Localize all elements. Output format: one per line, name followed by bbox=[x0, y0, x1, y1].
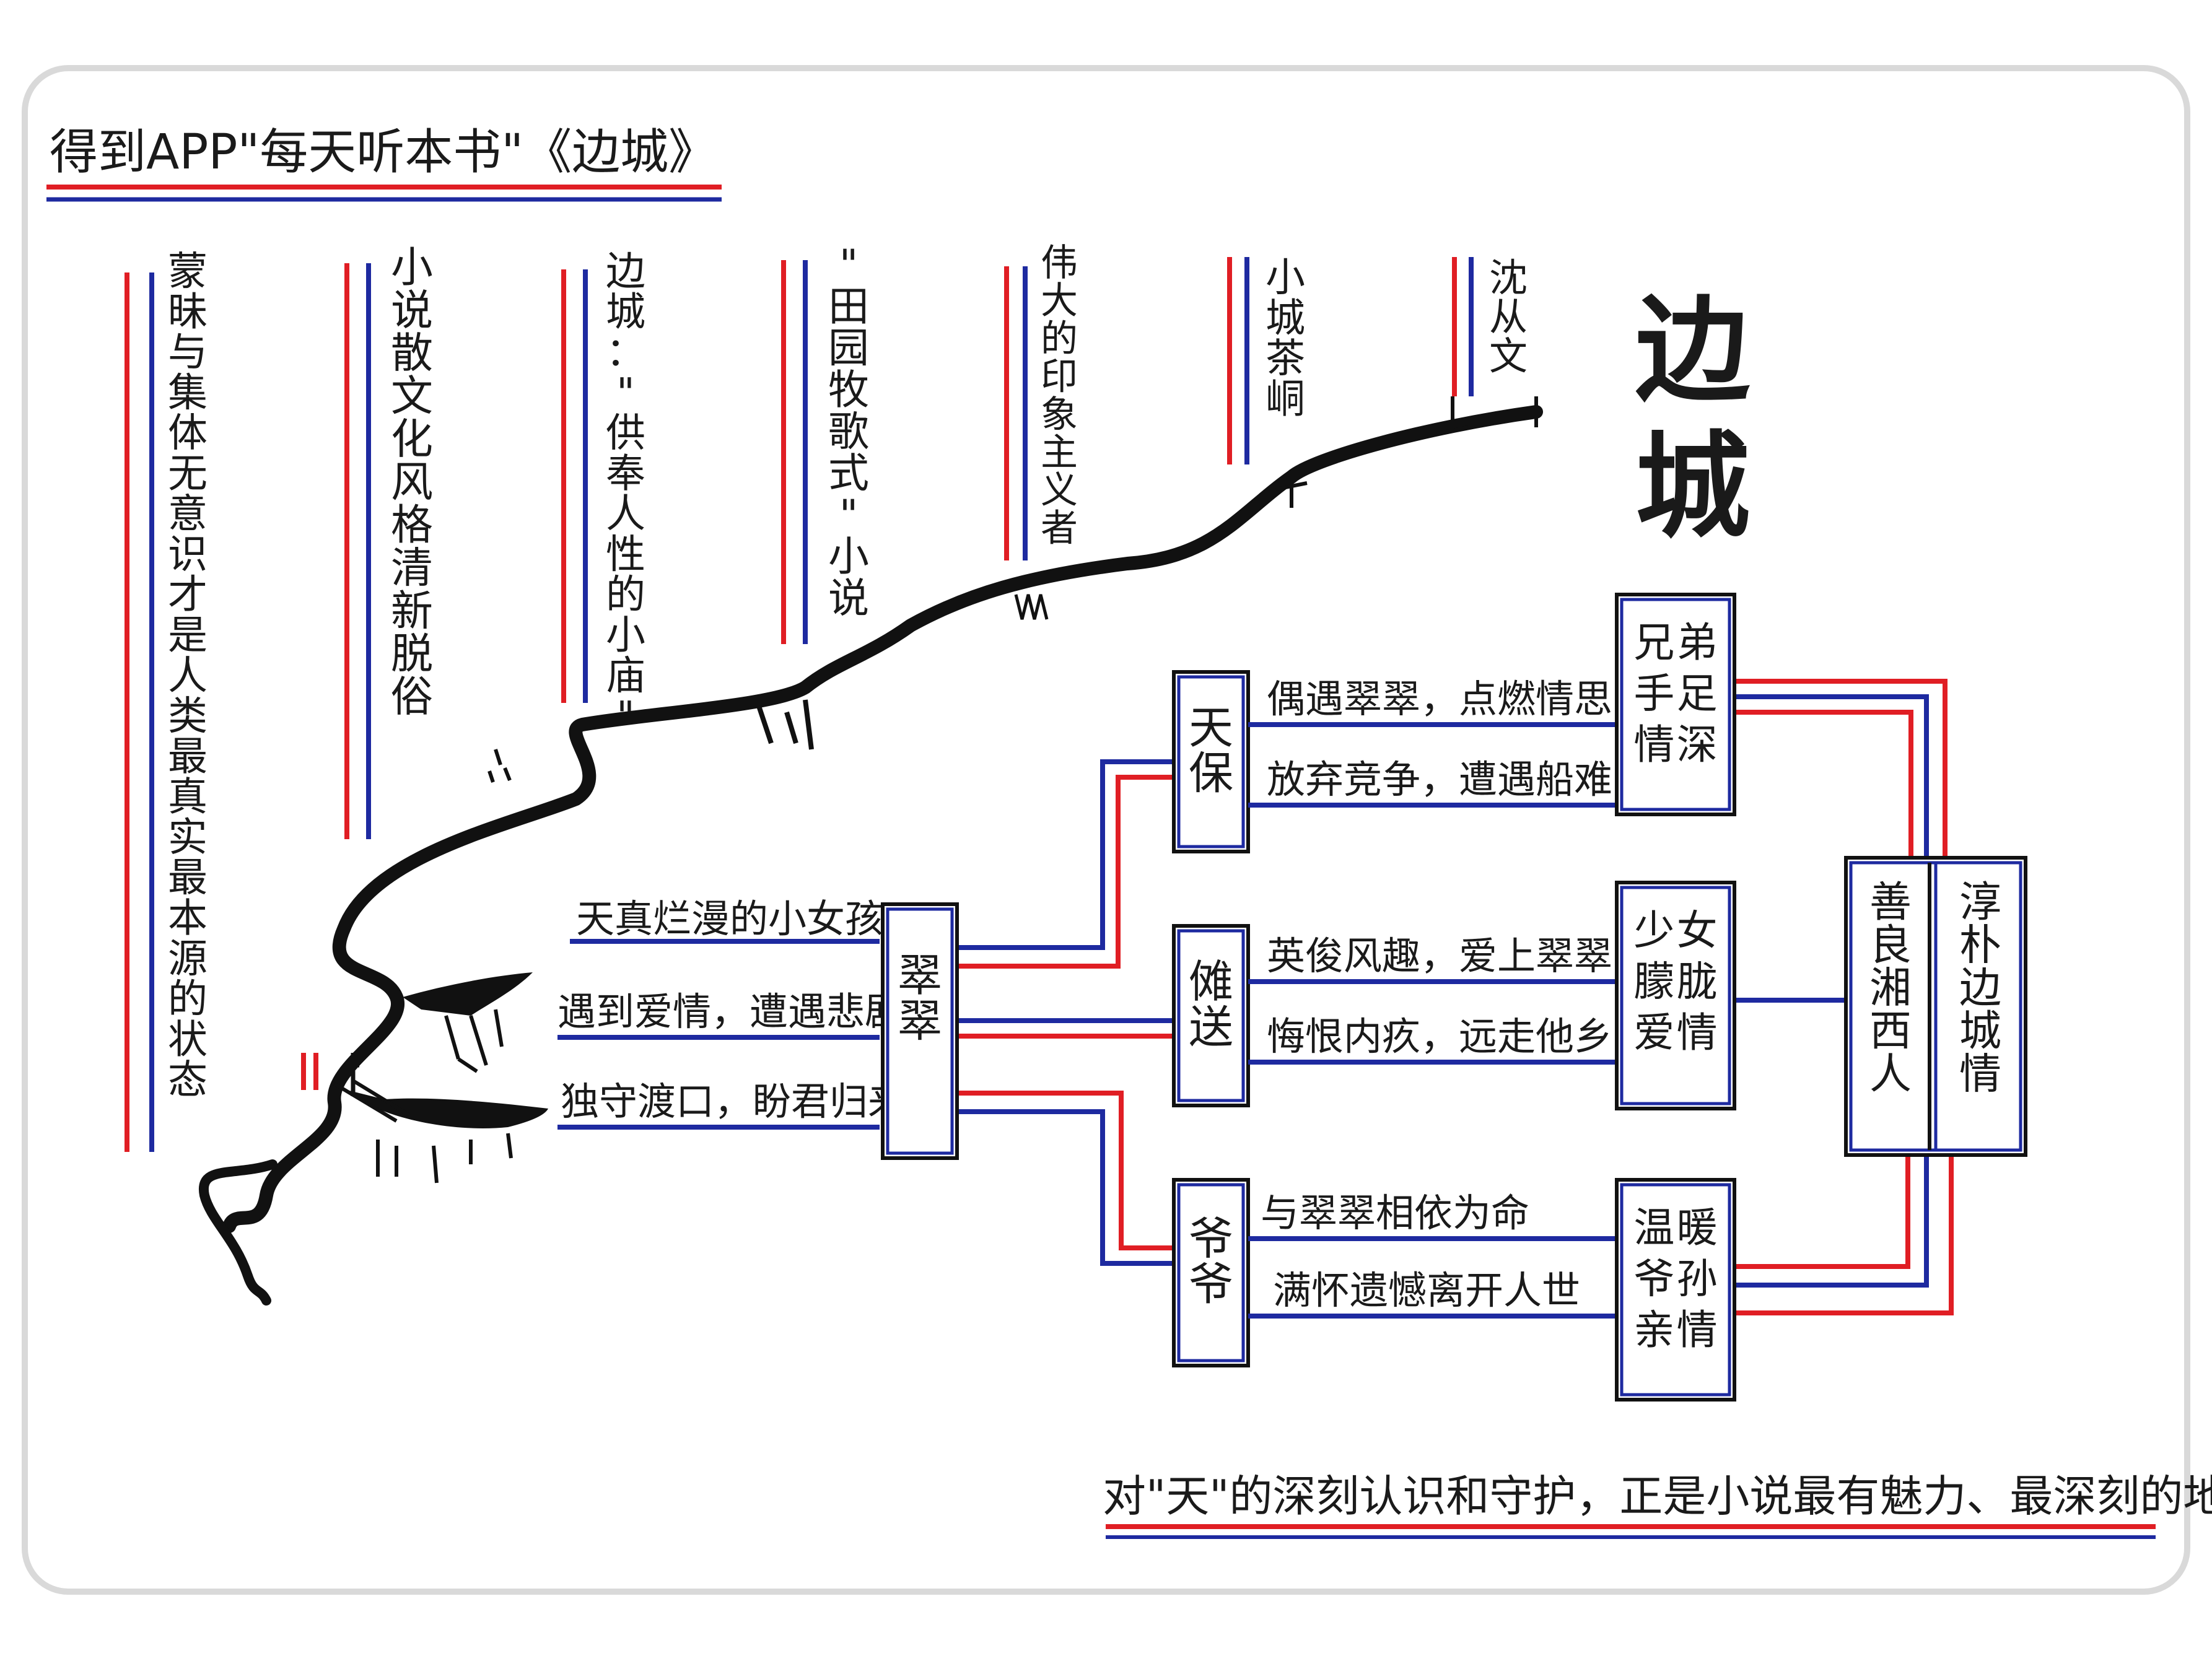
ferry-figure-1 bbox=[301, 1053, 318, 1090]
node-tianbao: 天保 偶遇翠翠，点燃情思 放弃竞争，遭遇船难 兄弟手足情深 bbox=[1172, 593, 1736, 853]
timeline-label-6: 小说散文化风格清新脱俗 bbox=[344, 243, 433, 839]
nuosong-box bbox=[1172, 924, 1250, 1107]
mountain-lines bbox=[444, 1009, 504, 1073]
cuicui-trait-3: 独守渡口，盼君归来 bbox=[561, 1079, 906, 1124]
node-cuicui: 天真烂漫的小女孩 遇到爱情，遭遇悲剧 独守渡口，盼君归来 翠翠 bbox=[557, 896, 959, 1160]
tianbao-name: 天保 bbox=[1189, 702, 1233, 799]
cuicui-trait-2: 遇到爱情，遭遇悲剧 bbox=[557, 989, 903, 1034]
main-title-char-1: 边 bbox=[1635, 284, 1751, 417]
tianbao-theme-box bbox=[1615, 593, 1736, 816]
river-tick-3 bbox=[1275, 471, 1308, 508]
nuosong-theme-box bbox=[1615, 881, 1736, 1110]
tianbao-theme: 兄弟手足情深 bbox=[1633, 619, 1717, 769]
nuosong-theme: 少女朦胧爱情 bbox=[1633, 907, 1717, 1057]
timeline-label-7-text: 蒙昧与集体无意识才是人类最真实最本源的状态 bbox=[168, 249, 208, 1104]
yeye-theme: 温暖爷孙亲情 bbox=[1633, 1204, 1717, 1354]
tianbao-trait-2: 放弃竞争，遭遇船难 bbox=[1267, 757, 1612, 802]
timeline-label-1: 沈从文 bbox=[1452, 255, 1528, 396]
yeye-box bbox=[1172, 1178, 1250, 1367]
header-title: 得到APP"每天听本书"《边城》 bbox=[50, 124, 717, 180]
summary-left: 善良湘西人 bbox=[1869, 878, 1912, 1099]
timeline-label-5-text: 边城："供奉人性的小庙" bbox=[606, 249, 645, 739]
nuosong-trait-2: 悔恨内疚，远走他乡 bbox=[1267, 1014, 1612, 1059]
tianbao-box bbox=[1172, 670, 1250, 853]
yeye-theme-box bbox=[1615, 1178, 1736, 1402]
river-tick-1 bbox=[1436, 396, 1469, 435]
timeline-label-3-text: 伟大的印象主义者 bbox=[1041, 242, 1078, 550]
mountain-silhouette bbox=[403, 972, 533, 1016]
yeye-name: 爷爷 bbox=[1189, 1213, 1233, 1310]
timeline-label-6-text: 小说散文化风格清新脱俗 bbox=[391, 243, 433, 722]
timeline-label-1-text: 沈从文 bbox=[1489, 255, 1528, 378]
timeline-label-7: 蒙昧与集体无意识才是人类最真实最本源的状态 bbox=[125, 249, 208, 1152]
timeline-label-3: 伟大的印象主义者 bbox=[1004, 242, 1078, 560]
summary-box: 善良湘西人 淳朴边城情 bbox=[1844, 856, 2027, 1157]
node-yeye: 爷爷 与翠翠相依为命 满怀遗憾离开人世 温暖爷孙亲情 bbox=[1172, 1178, 1736, 1402]
river-tail bbox=[198, 1159, 278, 1306]
timeline-label-4-text: "田园牧歌式"小说 bbox=[828, 241, 869, 622]
river-dots bbox=[487, 749, 512, 783]
ferry-reflection bbox=[376, 1133, 513, 1184]
main-title-char-2: 城 bbox=[1635, 420, 1750, 554]
ferry-boat-deck bbox=[333, 1079, 410, 1123]
yeye-trait-2: 满怀遗憾离开人世 bbox=[1273, 1268, 1580, 1313]
ferry-figure-2 bbox=[347, 1053, 359, 1096]
river-grass-1 bbox=[1014, 594, 1049, 620]
timeline-label-2: 小城茶峒 bbox=[1227, 255, 1305, 464]
river-grass-2 bbox=[756, 699, 814, 750]
ferry-boat bbox=[347, 1090, 548, 1128]
cuicui-box bbox=[881, 902, 959, 1160]
summary-right: 淳朴边城情 bbox=[1959, 878, 2001, 1099]
cuicui-name: 翠翠 bbox=[898, 949, 942, 1047]
nuosong-trait-1: 英俊风趣，爱上翠翠 bbox=[1267, 933, 1612, 979]
timeline-label-4: "田园牧歌式"小说 bbox=[781, 241, 869, 644]
tianbao-trait-1: 偶遇翠翠，点燃情思 bbox=[1267, 676, 1612, 722]
footer-conclusion: 对"天"的深刻认识和守护，正是小说最有魅力、最深刻的地方。 bbox=[1103, 1471, 2212, 1522]
river-line bbox=[222, 405, 1543, 1233]
node-nuosong: 傩送 英俊风趣，爱上翠翠 悔恨内疚，远走他乡 少女朦胧爱情 bbox=[1172, 881, 1736, 1110]
nuosong-name: 傩送 bbox=[1189, 956, 1233, 1053]
timeline-label-2-text: 小城茶峒 bbox=[1266, 255, 1305, 422]
cuicui-trait-1: 天真烂漫的小女孩 bbox=[576, 896, 883, 941]
timeline-label-5: 边城："供奉人性的小庙" bbox=[561, 249, 645, 739]
yeye-trait-1: 与翠翠相依为命 bbox=[1261, 1190, 1529, 1236]
